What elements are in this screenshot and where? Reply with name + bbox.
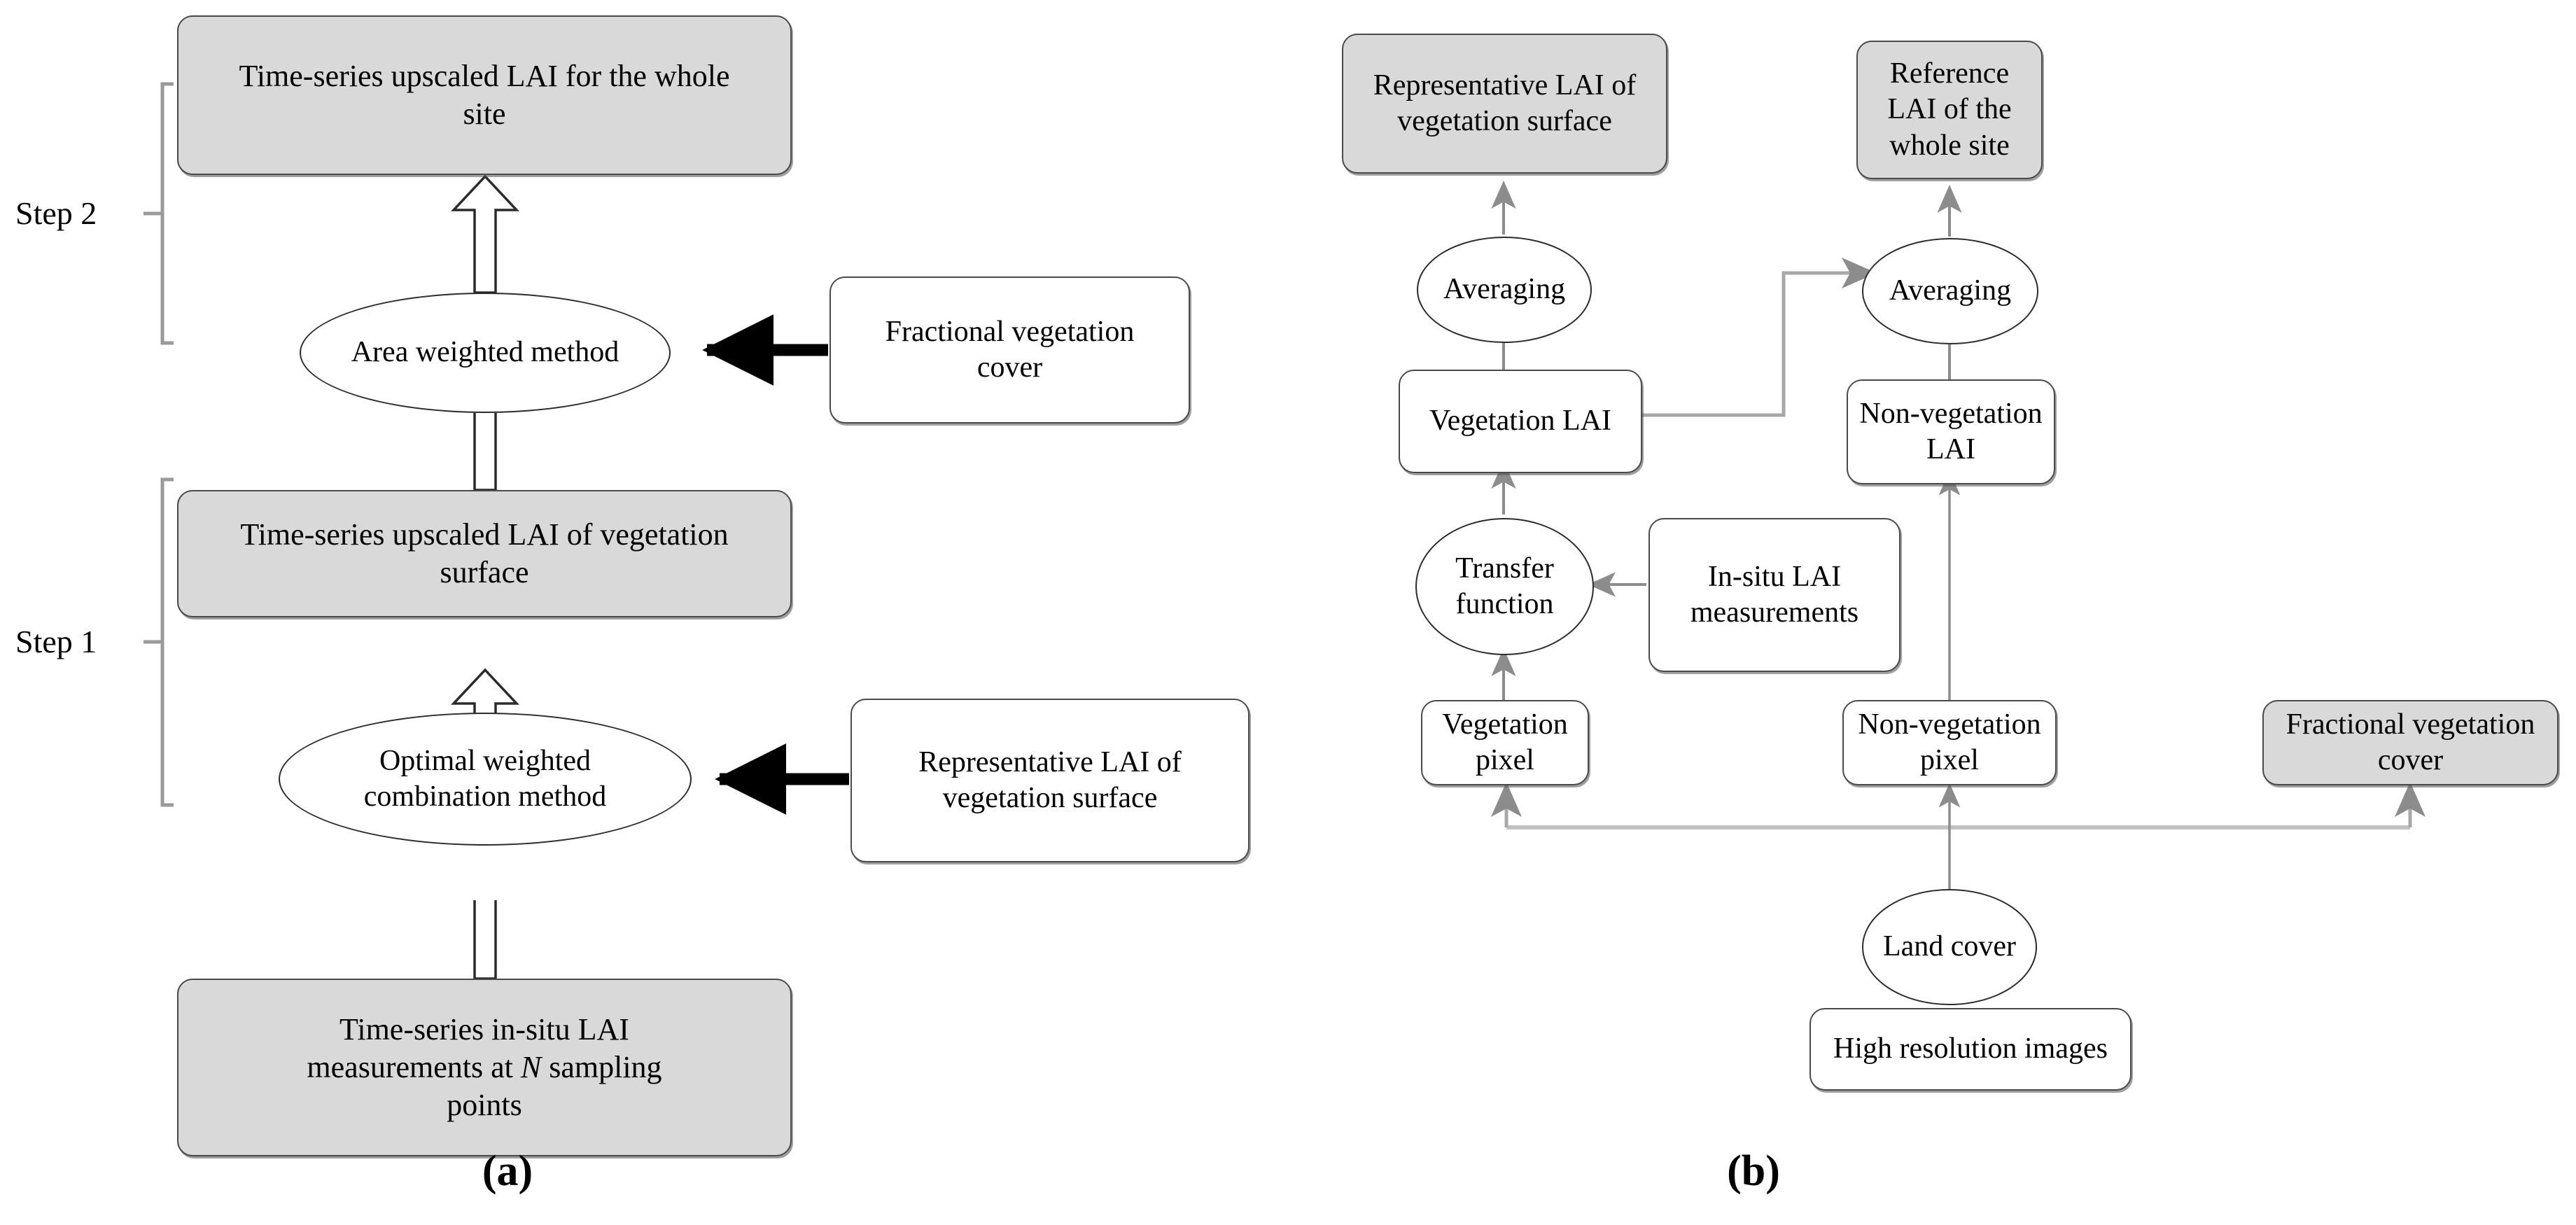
insitu-line-2b: sampling [541, 1050, 662, 1085]
step-2-label: Step 2 [15, 195, 97, 231]
arrow-vegetation-surface-to-area-weighted [473, 413, 497, 491]
arrow-vegetation-lai-to-averaging-right [1642, 258, 1877, 417]
node-averaging-right[interactable]: Averaging [1862, 238, 2038, 344]
node-averaging-left[interactable]: Averaging [1417, 237, 1592, 343]
node-representative-lai-vegetation-surface-b[interactable]: Representative LAI of vegetation surface [1342, 34, 1667, 174]
insitu-line-1: Time-series in-situ LAI [340, 1012, 629, 1047]
insitu-line-3: points [447, 1087, 522, 1122]
node-non-vegetation-lai[interactable]: Non-vegetation LAI [1847, 379, 2055, 484]
step-1-label: Step 1 [15, 624, 97, 659]
node-vegetation-pixel[interactable]: Vegetation pixel [1421, 700, 1589, 785]
node-land-cover[interactable]: Land cover [1862, 889, 2037, 1005]
node-time-series-upscaled-lai-whole-site[interactable]: Time-series upscaled LAI for the whole s… [177, 15, 792, 175]
node-area-weighted-method[interactable]: Area weighted method [300, 293, 671, 413]
node-fractional-vegetation-cover-a[interactable]: Fractional vegetation cover [830, 276, 1190, 424]
node-representative-lai-vegetation-surface-a[interactable]: Representative LAI of vegetation surface [850, 699, 1250, 862]
panel-a-label: (a) [482, 1147, 533, 1195]
land-cover-distributor-bus [1491, 782, 2426, 830]
node-vegetation-lai[interactable]: Vegetation LAI [1399, 370, 1642, 473]
arrow-insitu-to-optimal [473, 900, 497, 980]
panel-b-label: (b) [1727, 1147, 1780, 1195]
arrow-area-weighted-to-whole-site [450, 174, 520, 294]
node-optimal-weighted-combination-method[interactable]: Optimal weighted combination method [279, 713, 692, 846]
step-2-bracket [144, 82, 174, 345]
node-time-series-insitu-lai-measurements[interactable]: Time-series in-situ LAI measurements at … [177, 979, 792, 1156]
node-time-series-upscaled-lai-vegetation-surface[interactable]: Time-series upscaled LAI of vegetation s… [177, 490, 792, 617]
node-reference-lai-whole-site[interactable]: Reference LAI of the whole site [1856, 41, 2043, 179]
node-fractional-vegetation-cover-b[interactable]: Fractional vegetation cover [2262, 700, 2558, 785]
node-transfer-function[interactable]: Transfer function [1415, 518, 1594, 655]
insitu-line-2a: measurements at [307, 1050, 521, 1085]
node-insitu-lai-measurements-b[interactable]: In-situ LAI measurements [1648, 518, 1900, 672]
node-high-resolution-images[interactable]: High resolution images [1809, 1008, 2132, 1091]
step-1-bracket [144, 477, 174, 807]
node-non-vegetation-pixel[interactable]: Non-vegetation pixel [1842, 700, 2057, 785]
insitu-sample-count-symbol: N [520, 1050, 542, 1085]
